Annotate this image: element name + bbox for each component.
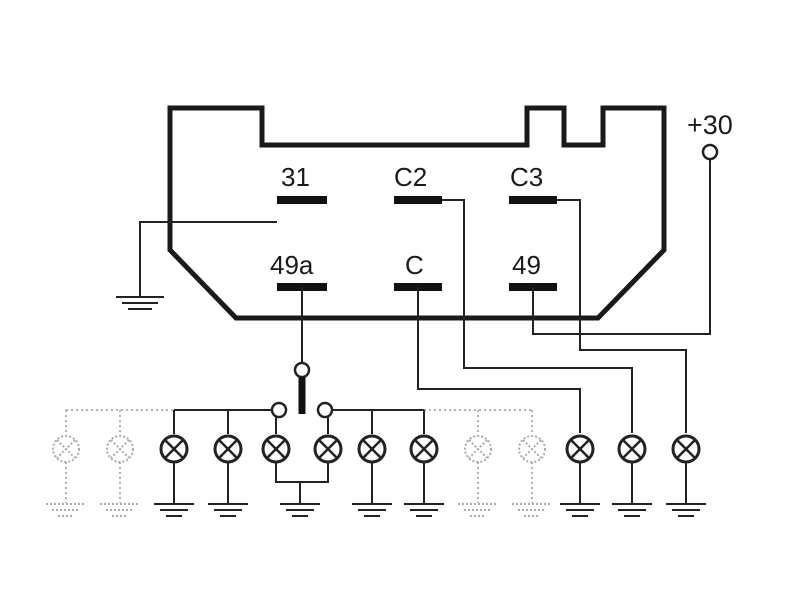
ground-symbol-c2 <box>612 503 652 517</box>
lamp-1 <box>159 434 189 464</box>
relay-housing <box>167 105 667 321</box>
wire-31-ground <box>139 221 277 296</box>
ground-symbol-3-4 <box>280 503 320 517</box>
switch-contact-right <box>316 401 334 419</box>
ground-symbol-5 <box>352 503 392 517</box>
lamp-2 <box>213 434 243 464</box>
ground-symbol-c <box>560 503 600 517</box>
terminal-label-49a: 49a <box>270 250 314 280</box>
terminal-label-31: 31 <box>281 162 310 192</box>
lamp-6 <box>409 434 439 464</box>
stem-3-4-joined <box>275 462 329 483</box>
lamp-3 <box>261 434 291 464</box>
switch-contact-left <box>270 401 288 419</box>
ground-symbol-optional-3 <box>458 503 498 517</box>
supply-terminal-plus30 <box>701 143 719 161</box>
ground-symbol-c3 <box>666 503 706 517</box>
ground-symbol-optional-1 <box>46 503 86 517</box>
ground-symbol-31 <box>116 296 164 310</box>
lamp-optional-3 <box>464 435 492 463</box>
terminal-label-c3: C3 <box>510 162 543 192</box>
lamp-optional-2 <box>106 435 134 463</box>
ground-symbol-optional-2 <box>100 503 140 517</box>
lamp-c3 <box>671 434 701 464</box>
ground-symbol-2 <box>208 503 248 517</box>
supply-label-plus30: +30 <box>687 110 733 140</box>
terminal-label-49: 49 <box>512 250 541 280</box>
lamp-5 <box>357 434 387 464</box>
lamp-c <box>565 434 595 464</box>
ground-symbol-optional-4 <box>512 503 552 517</box>
ground-symbol-6 <box>404 503 444 517</box>
wire-c <box>417 287 581 433</box>
terminal-label-c2: C2 <box>394 162 427 192</box>
lamp-4 <box>313 434 343 464</box>
lamp-c2 <box>617 434 647 464</box>
lamp-optional-4 <box>518 435 546 463</box>
ground-symbol-1 <box>154 503 194 517</box>
wire-plus30-to-49 <box>532 159 711 335</box>
wire-c2 <box>442 199 633 433</box>
wire-c3 <box>557 199 687 433</box>
lamp-optional-1 <box>52 435 80 463</box>
terminal-label-c: C <box>405 250 424 280</box>
switch-pivot <box>293 361 311 379</box>
